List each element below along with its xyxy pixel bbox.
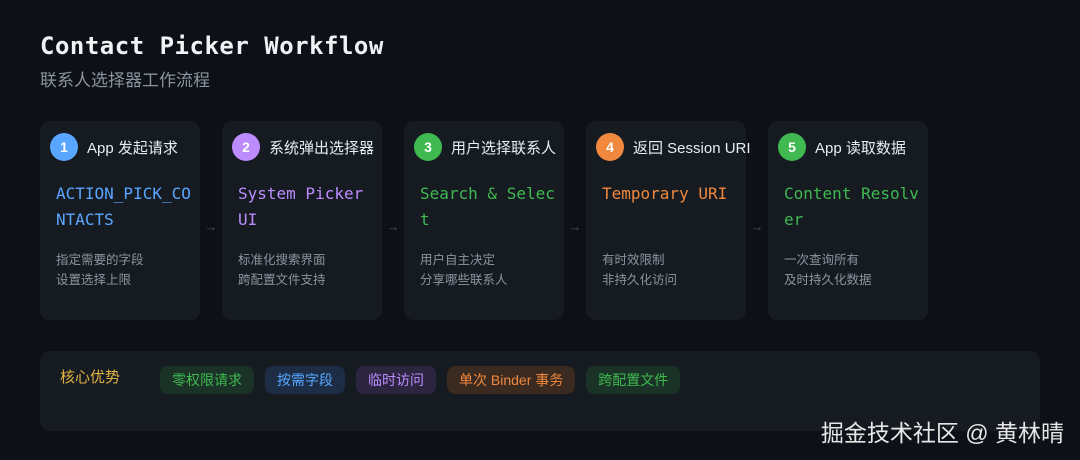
step-number-badge: 3: [414, 133, 442, 161]
desc-line: 分享哪些联系人: [420, 273, 508, 287]
arrow-right-icon: →: [204, 219, 218, 234]
step-code: Content Resolver: [784, 184, 919, 229]
step-code: Search & Select: [420, 184, 555, 229]
step-label: 返回 Session URI: [633, 139, 751, 157]
step-description: 有时效限制非持久化访问: [602, 250, 677, 290]
arrow-right-icon: →: [386, 219, 400, 234]
advantages-label: 核心优势: [60, 369, 121, 386]
step-number-badge: 1: [50, 133, 78, 161]
step-code: ACTION_PICK_CONTACTS: [56, 184, 191, 229]
desc-line: 用户自主决定: [420, 253, 496, 267]
desc-line: 标准化搜索界面: [238, 253, 326, 267]
step-code: System Picker UI: [238, 184, 364, 229]
arrow-right-icon: →: [750, 219, 764, 234]
desc-line: 设置选择上限: [56, 273, 132, 287]
page-title: Contact Picker Workflow: [40, 32, 384, 60]
desc-line: 非持久化访问: [602, 273, 678, 287]
desc-line: 指定需要的字段: [56, 253, 144, 267]
workflow-steps: 1 App 发起请求 ACTION_PICK_CONTACTS 指定需要的字段设置…: [40, 121, 928, 320]
step-number-badge: 2: [232, 133, 260, 161]
step-card-1: 1 App 发起请求 ACTION_PICK_CONTACTS 指定需要的字段设置…: [40, 121, 200, 320]
step-description: 标准化搜索界面跨配置文件支持: [238, 250, 326, 290]
step-label: 系统弹出选择器: [269, 139, 375, 157]
step-code: Temporary URI: [602, 184, 728, 203]
desc-line: 及时持久化数据: [784, 273, 872, 287]
page-subtitle: 联系人选择器工作流程: [40, 71, 210, 90]
advantage-tag: 跨配置文件: [586, 366, 681, 394]
step-card-2: 2 系统弹出选择器 System Picker UI 标准化搜索界面跨配置文件支持: [222, 121, 382, 320]
desc-line: 一次查询所有: [784, 253, 860, 267]
desc-line: 有时效限制: [602, 253, 665, 267]
advantage-tag: 单次 Binder 事务: [447, 366, 576, 394]
watermark: 掘金技术社区 @ 黄林晴: [820, 420, 1064, 446]
step-card-3: 3 用户选择联系人 Search & Select 用户自主决定分享哪些联系人: [404, 121, 564, 320]
advantages-tags: 零权限请求 按需字段 临时访问 单次 Binder 事务 跨配置文件: [160, 366, 681, 394]
step-card-4: 4 返回 Session URI Temporary URI 有时效限制非持久化访…: [586, 121, 751, 320]
step-description: 指定需要的字段设置选择上限: [56, 250, 144, 290]
advantage-tag: 零权限请求: [160, 366, 254, 394]
step-description: 一次查询所有及时持久化数据: [784, 250, 872, 290]
step-description: 用户自主决定分享哪些联系人: [420, 250, 508, 290]
step-number-badge: 4: [596, 133, 624, 161]
step-label: App 发起请求: [87, 139, 178, 157]
arrow-right-icon: →: [568, 219, 582, 234]
advantage-tag: 临时访问: [356, 366, 436, 394]
step-card-5: 5 App 读取数据 Content Resolver 一次查询所有及时持久化数据: [768, 121, 928, 320]
step-label: 用户选择联系人: [451, 139, 557, 157]
step-number-badge: 5: [778, 133, 806, 161]
advantage-tag: 按需字段: [265, 366, 345, 394]
step-label: App 读取数据: [815, 139, 906, 157]
advantages-panel: 核心优势 零权限请求 按需字段 临时访问 单次 Binder 事务 跨配置文件: [40, 351, 1040, 431]
desc-line: 跨配置文件支持: [238, 273, 326, 287]
